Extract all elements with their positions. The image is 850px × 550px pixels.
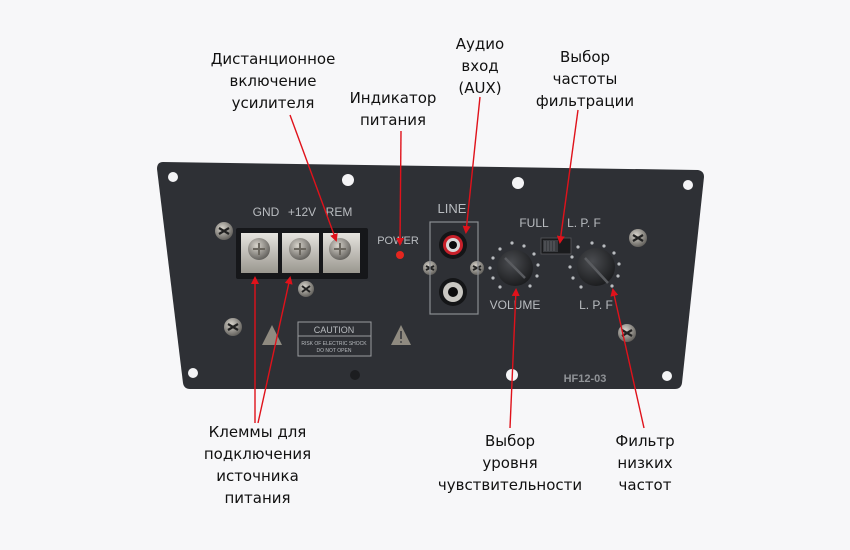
callout-arrows [251,96,645,429]
arrow-filter-select [556,109,579,244]
power-led [396,251,404,259]
caution-line2: DO NOT OPEN [317,348,352,354]
lpf-label: L. P. F [579,298,613,312]
arrow-lpf [610,288,645,429]
screw-icon [470,261,484,275]
power-terminal-block [236,228,368,279]
callout-sensitivity: Выбор уровня чувствительности [437,432,583,494]
screw-icon [298,281,314,297]
screw-icon [215,222,233,240]
callout-remote: Дистанционное включение усилителя [210,50,336,112]
line-input-frame [429,221,479,315]
lpf-knob[interactable] [568,241,621,289]
mount-hole [683,180,693,190]
volume-knob[interactable] [488,241,540,289]
terminal-label-gnd: GND [253,205,280,219]
arrow-remote [289,114,338,242]
caution-line1: RISK OF ELECTRIC SHOCK [301,341,367,347]
mount-hole [342,174,354,186]
terminal-label-rem: REM [326,205,353,219]
mount-hole [662,371,672,381]
mount-hole [168,172,178,182]
terminal-gnd[interactable] [241,233,278,273]
arrow-volume [509,288,520,429]
screw-icon [629,229,647,247]
arrow-aux [462,96,481,234]
arrow-power [396,130,405,246]
caution-title: CAUTION [314,325,355,335]
callout-filter-select: Выбор частоты фильтрации [535,48,635,110]
switch-label-full: FULL [519,216,549,230]
arrow-terminal-2 [257,276,293,424]
filter-mode-switch[interactable] [540,237,572,255]
rca-jack-white[interactable] [439,278,467,306]
rca-jack-red[interactable] [439,231,467,259]
mount-hole [512,177,524,189]
callout-power-indicator: Индикатор питания [349,89,437,129]
terminal-rem[interactable] [323,233,360,273]
terminal-label-12v: +12V [288,205,316,219]
screw-icon [224,318,242,336]
terminal-12v[interactable] [282,233,319,273]
callout-audio-input: Аудио вход (AUX) [455,35,505,97]
caution-box: CAUTION RISK OF ELECTRIC SHOCK DO NOT OP… [297,321,372,357]
panel-dimple [350,370,360,380]
power-label: POWER [377,235,419,247]
mount-hole [188,368,198,378]
switch-label-lpf: L. P. F [567,216,601,230]
callout-terminals: Клеммы для подключения источника питания [203,423,312,507]
callout-lowpass: Фильтр низких частот [615,432,675,494]
model-number: HF12-03 [564,373,607,385]
line-label: LINE [438,201,467,216]
warning-triangle-right-icon [391,325,411,345]
